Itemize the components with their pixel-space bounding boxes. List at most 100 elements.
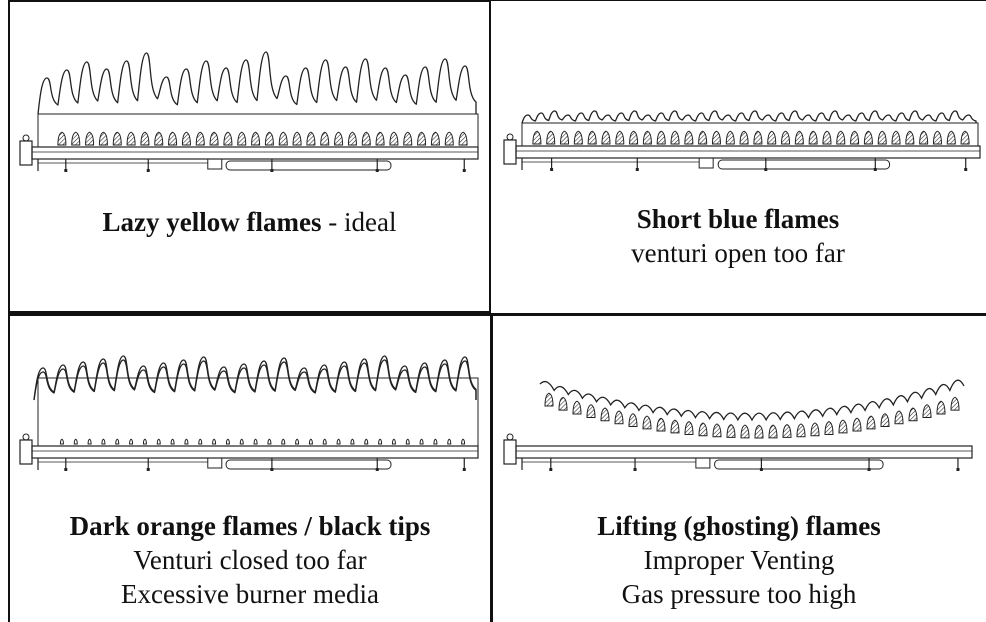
panel-dark-orange-flames: Dark orange flames / black tips Venturi … bbox=[8, 313, 492, 622]
flame-pod bbox=[600, 407, 610, 422]
caption-suffix: - ideal bbox=[321, 207, 397, 237]
small-pod bbox=[129, 438, 134, 445]
flame-pod bbox=[656, 417, 666, 432]
flame-pod bbox=[753, 130, 763, 145]
support-foot bbox=[146, 468, 150, 471]
caption-lazy-yellow: Lazy yellow flames - ideal bbox=[10, 206, 489, 239]
flame-pod bbox=[601, 130, 611, 145]
venturi-tube bbox=[225, 459, 392, 470]
flame-pod bbox=[908, 407, 918, 422]
panel-lifting-flames: Lifting (ghosting) flames Improper Venti… bbox=[492, 313, 986, 622]
flame-pod bbox=[558, 396, 568, 411]
flame-pod bbox=[251, 131, 261, 146]
flame-inner bbox=[33, 359, 477, 401]
small-pod bbox=[419, 438, 424, 445]
flame-pod bbox=[726, 424, 736, 438]
support-foot bbox=[462, 468, 466, 471]
flame-pod bbox=[642, 415, 652, 430]
small-pod bbox=[295, 438, 300, 445]
flame-pod bbox=[560, 130, 570, 145]
flame-pod bbox=[767, 130, 777, 145]
flame-pod bbox=[656, 130, 666, 145]
small-pod bbox=[391, 438, 396, 445]
small-pod bbox=[364, 438, 369, 445]
flame-pod bbox=[403, 131, 413, 146]
flame-pod bbox=[905, 130, 915, 145]
burner-rail bbox=[515, 145, 981, 159]
flame-pod bbox=[586, 404, 596, 419]
valve-knob bbox=[22, 433, 30, 441]
small-pod bbox=[184, 438, 189, 445]
small-pods bbox=[59, 438, 466, 445]
flame-outline bbox=[37, 51, 477, 115]
small-pod bbox=[267, 438, 272, 445]
flame-pod bbox=[877, 130, 887, 145]
small-pod bbox=[350, 438, 355, 445]
flame-pod bbox=[922, 404, 932, 419]
flame-outline bbox=[539, 379, 965, 422]
small-pod bbox=[212, 438, 217, 445]
flame-pod bbox=[838, 419, 848, 434]
flame-pod bbox=[810, 422, 820, 437]
flame-pod bbox=[140, 131, 150, 146]
short-flames bbox=[521, 110, 977, 124]
flame-pod bbox=[458, 131, 468, 146]
flame-pod bbox=[894, 410, 904, 425]
burner-illustration-dark-orange bbox=[19, 355, 479, 471]
caption-line-2: Excessive burner media bbox=[121, 579, 379, 609]
burner-illustration-lifting bbox=[503, 379, 973, 471]
caption-line-1: venturi open too far bbox=[631, 238, 845, 268]
flame-pod bbox=[361, 131, 371, 146]
flame-pod bbox=[615, 130, 625, 145]
burner-illustration-short-blue bbox=[503, 110, 981, 171]
flame-pod bbox=[808, 130, 818, 145]
log-tray bbox=[521, 122, 979, 147]
flame-pod bbox=[670, 419, 680, 434]
small-pod bbox=[461, 438, 466, 445]
small-pod bbox=[101, 438, 106, 445]
caption-title: Dark orange flames / black tips bbox=[69, 511, 431, 541]
lifting-flames bbox=[539, 379, 965, 422]
flame-pod bbox=[684, 130, 694, 145]
valve-body bbox=[503, 439, 517, 465]
flame-pod bbox=[863, 130, 873, 145]
small-pod bbox=[115, 438, 120, 445]
valve-body bbox=[19, 140, 33, 166]
valve-knob bbox=[22, 134, 30, 142]
flame-pod bbox=[725, 130, 735, 145]
support-foot bbox=[64, 468, 68, 471]
flame-pod bbox=[781, 130, 791, 145]
burner-rail bbox=[31, 146, 479, 160]
flame-pod bbox=[852, 417, 862, 432]
small-pod bbox=[142, 438, 147, 445]
valve-body bbox=[503, 139, 517, 165]
flame-pod bbox=[614, 410, 624, 425]
small-pod bbox=[253, 438, 258, 445]
flame-pod bbox=[417, 131, 427, 146]
caption-title: Short blue flames bbox=[636, 204, 840, 234]
support-foot bbox=[64, 169, 68, 172]
flame-pod bbox=[822, 130, 832, 145]
flame-pod bbox=[544, 392, 554, 407]
flame-pod bbox=[57, 131, 67, 146]
small-pod bbox=[405, 438, 410, 445]
support-foot bbox=[549, 468, 553, 471]
caption-lifting: Lifting (ghosting) flames bbox=[492, 510, 986, 543]
flame-pod bbox=[347, 131, 357, 146]
center-divider-bottom bbox=[491, 313, 493, 622]
small-pod bbox=[156, 438, 161, 445]
burner-assembly bbox=[19, 113, 479, 172]
small-pod bbox=[447, 438, 452, 445]
flame-pod bbox=[195, 131, 205, 146]
flame-pod bbox=[670, 130, 680, 145]
caption-line-2: Gas pressure too high bbox=[621, 579, 857, 609]
support-foot bbox=[550, 168, 554, 171]
flame-pod bbox=[796, 423, 806, 438]
support-foot bbox=[462, 169, 466, 172]
small-pod bbox=[73, 438, 78, 445]
support-foot bbox=[964, 168, 968, 171]
flame-pod bbox=[181, 131, 191, 146]
flame-pod bbox=[891, 130, 901, 145]
small-pod bbox=[281, 438, 286, 445]
